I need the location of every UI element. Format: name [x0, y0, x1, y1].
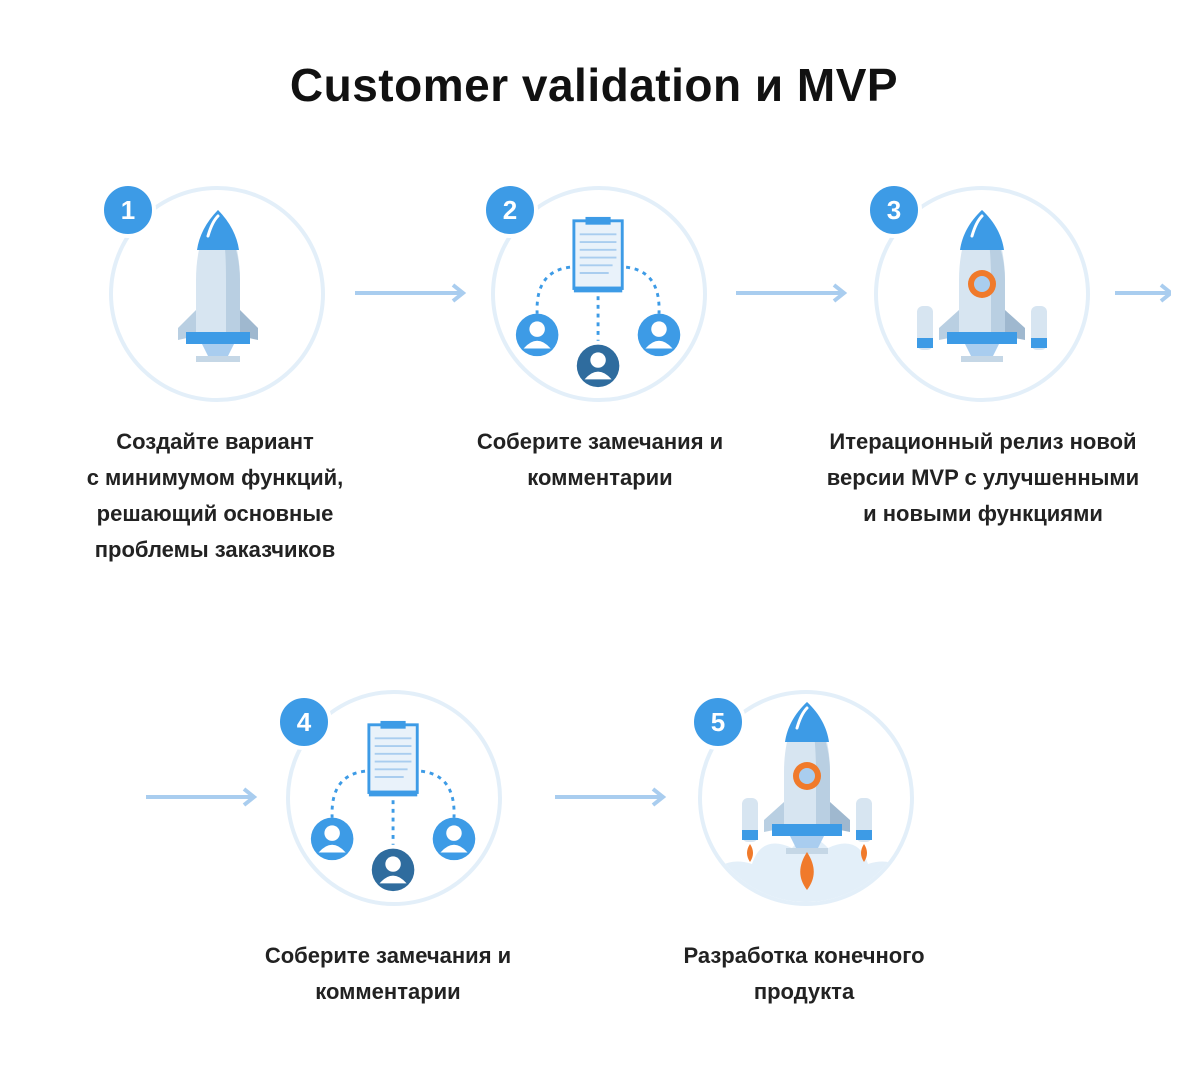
step-4-badge: 4 — [276, 694, 332, 750]
step-2-badge: 2 — [482, 182, 538, 238]
arrow-4-5 — [555, 787, 665, 807]
step-5-label: Разработка конечного продукта — [683, 943, 925, 1004]
arrow-2-3 — [736, 283, 846, 303]
feedback-icon — [309, 719, 477, 893]
step-4-label: Соберите замечания и комментарии — [264, 943, 512, 1004]
rocket-icon — [176, 210, 260, 364]
step-1-badge: 1 — [100, 182, 156, 238]
arrow-3-next — [1115, 283, 1171, 303]
arrow-1-2 — [355, 283, 465, 303]
launching-rocket-icon — [742, 702, 872, 890]
page-title: Customer validation и MVP — [289, 59, 899, 111]
arrow-into-4 — [146, 787, 256, 807]
step-5-badge: 5 — [690, 694, 746, 750]
step-3-badge: 3 — [866, 182, 922, 238]
improved-rocket-icon — [917, 210, 1047, 364]
step-2-label: Соберите замечания и комментарии — [476, 429, 724, 490]
step-1-label: Создайте вариант с минимумом функций, ре… — [86, 429, 344, 562]
feedback-icon — [514, 215, 682, 389]
step-3-label: Итерационный релиз новой версии MVP с ул… — [826, 429, 1140, 526]
